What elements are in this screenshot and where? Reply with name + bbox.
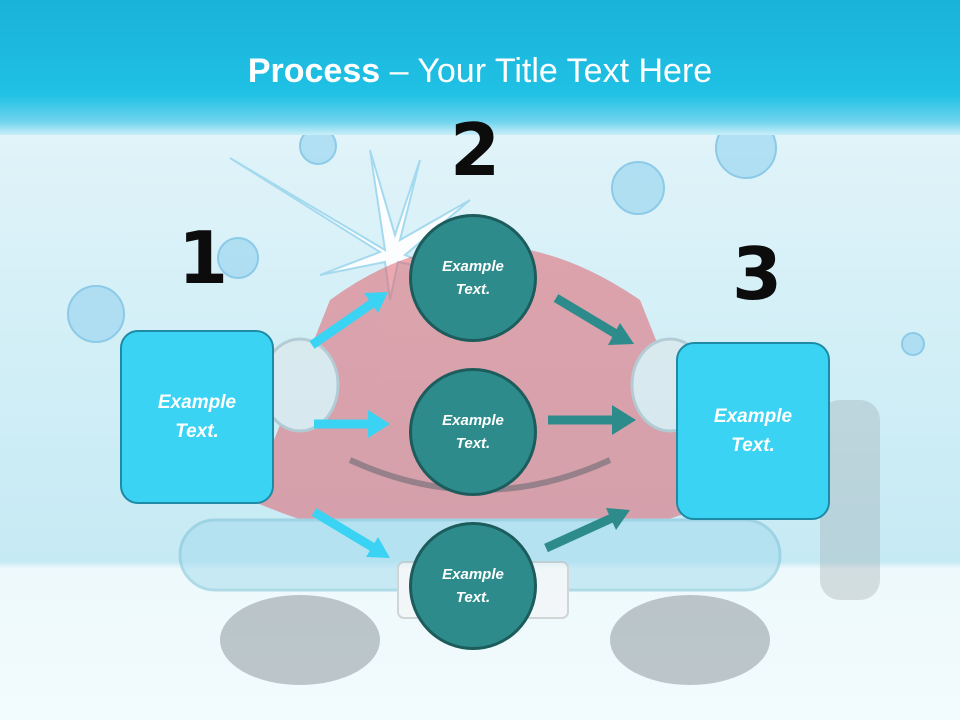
- arrow-1-to-2-top: [309, 298, 377, 349]
- arrow-head: [606, 508, 630, 530]
- arrow-2-to-3-top: [553, 294, 619, 338]
- title-band: [0, 0, 960, 135]
- arrow-2-to-3-bottom: [544, 513, 614, 553]
- circle-middle-text: Example Text.: [442, 412, 504, 452]
- step-2-circle-top[interactable]: Example Text.: [409, 214, 537, 342]
- title-bold: Process: [247, 52, 381, 90]
- step-number-3: 3: [732, 232, 783, 316]
- arrow-head: [612, 405, 636, 435]
- slide-title: Process – Your Title Text Here: [0, 52, 960, 91]
- step-1-box[interactable]: Example Text.: [120, 330, 274, 504]
- step-1-text: Example Text.: [157, 392, 237, 442]
- step-3-box[interactable]: Example Text.: [676, 342, 830, 520]
- title-rest: – Your Title Text Here: [380, 52, 713, 90]
- arrow-head: [368, 410, 390, 438]
- arrows: [309, 292, 636, 558]
- step-number-2: 2: [450, 108, 501, 192]
- arrow-head: [608, 323, 634, 345]
- arrow-head: [364, 292, 388, 313]
- step-2-circle-bottom[interactable]: Example Text.: [409, 522, 537, 650]
- arrow-1-to-2-bottom: [311, 508, 377, 552]
- arrow-head: [366, 537, 390, 558]
- circle-bottom-text: Example Text.: [442, 566, 504, 606]
- step-3-text: Example Text.: [713, 406, 793, 456]
- step-number-1: 1: [178, 216, 229, 300]
- circle-top-text: Example Text.: [442, 258, 504, 298]
- step-2-circle-middle[interactable]: Example Text.: [409, 368, 537, 496]
